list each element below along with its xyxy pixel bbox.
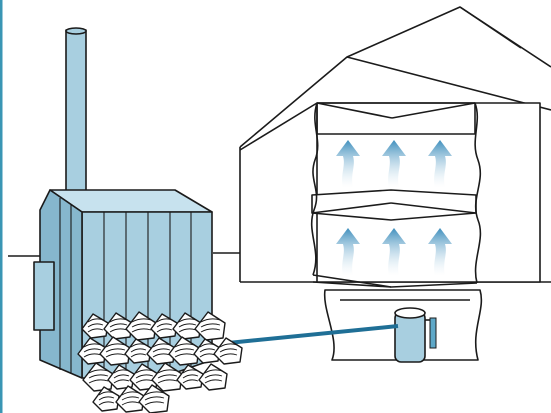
left-border <box>0 0 3 413</box>
firewood-log <box>213 337 243 365</box>
firewood-log <box>198 363 228 391</box>
heat-arrows <box>336 140 452 276</box>
firewood-log <box>99 336 131 366</box>
rising-heat-arrow-icon <box>336 228 360 276</box>
firewood-log <box>125 311 157 341</box>
firewood-log <box>151 362 183 392</box>
rising-heat-arrow-icon <box>382 140 406 188</box>
firewood-log <box>81 313 109 339</box>
roof-back <box>459 6 522 49</box>
firewood-log <box>194 311 226 341</box>
underground-pipe-icon <box>227 324 399 345</box>
firewood-log <box>138 384 170 413</box>
rising-heat-arrow-icon <box>336 140 360 188</box>
rising-heat-arrow-icon <box>428 228 452 276</box>
house-cutaway-icon <box>239 6 551 361</box>
firewood-log <box>150 313 178 339</box>
rising-heat-arrow-icon <box>428 140 452 188</box>
chimney-icon <box>65 29 87 196</box>
firewood-pile-icon <box>77 311 243 413</box>
firewood-log <box>82 362 114 392</box>
water-heater-tank-icon <box>394 307 437 363</box>
rising-heat-arrow-icon <box>382 228 406 276</box>
